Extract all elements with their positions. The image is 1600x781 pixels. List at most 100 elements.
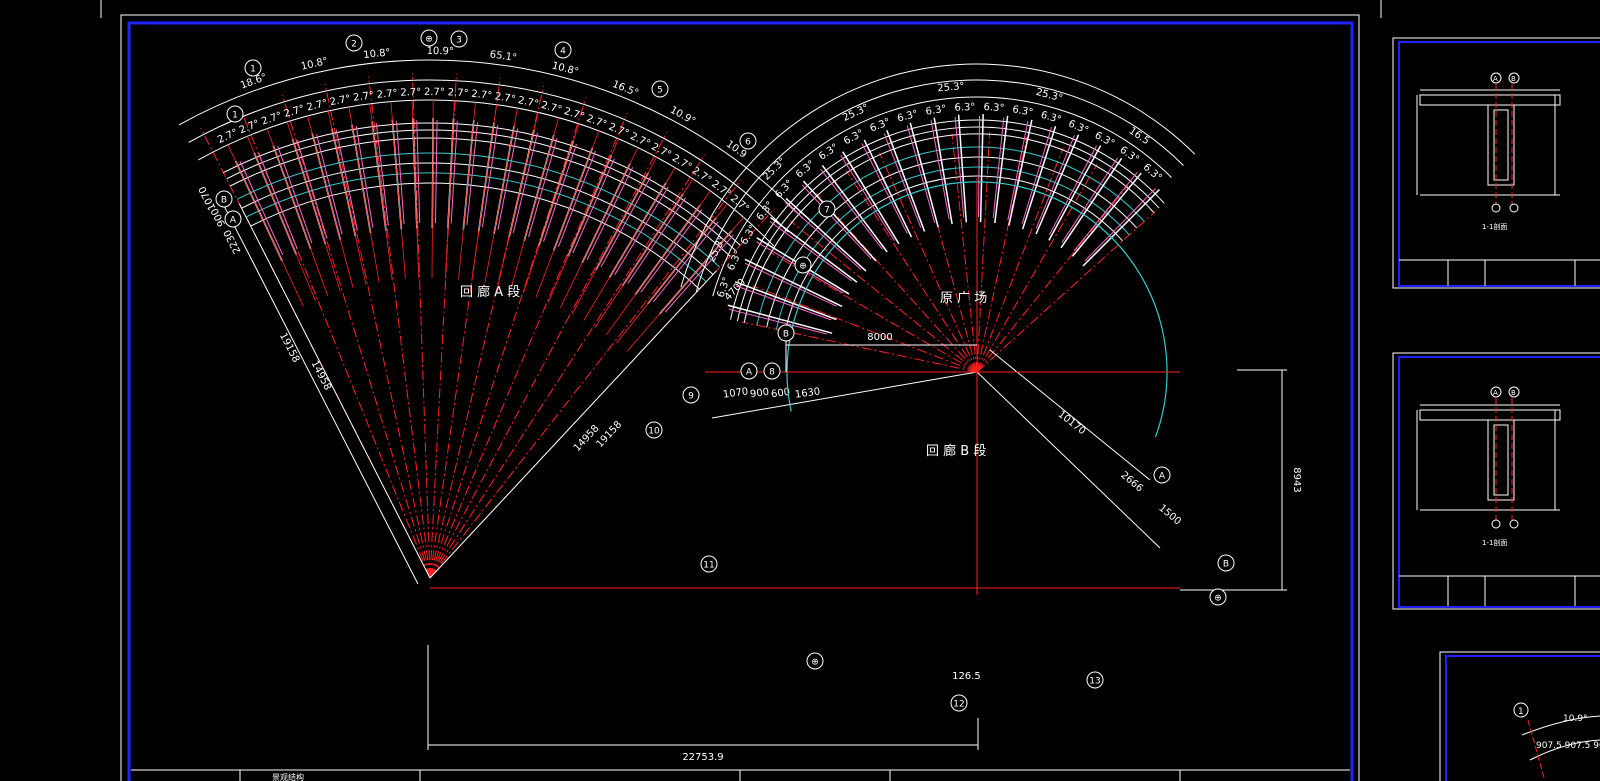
axis-bubble	[700, 555, 718, 573]
axis-bubble-label: 2	[351, 40, 357, 50]
detail-caption: 1-1剖面	[1482, 222, 1507, 231]
beam-line	[664, 234, 734, 313]
bay-axis-line	[458, 102, 476, 280]
beam-line	[627, 197, 686, 284]
bay-axis-line	[510, 117, 560, 290]
radial-axis-line	[411, 73, 431, 579]
svg-text:1: 1	[1518, 707, 1524, 717]
bay-axis-line	[369, 103, 393, 281]
beam-line	[277, 145, 313, 244]
beam-line	[543, 143, 577, 242]
bay-angle-label: 6.3°	[1011, 104, 1033, 118]
width-dim-label: 600	[770, 387, 790, 401]
radial-axis-line	[281, 94, 431, 579]
axis-bubble-label: 13	[1089, 677, 1100, 687]
boundary-line	[238, 203, 431, 579]
axis-bubble	[645, 421, 663, 439]
radial-axis-line	[368, 76, 431, 579]
partial-sheet[interactable]: 1 10.9° 907.5 907.5 907.5	[1439, 651, 1600, 781]
beam-line	[802, 180, 877, 262]
bay-axis-line	[616, 203, 728, 344]
axis-bubble-label: 1	[250, 65, 256, 75]
beam-line	[640, 209, 703, 293]
beam-line	[769, 221, 852, 282]
radial-axis-line	[816, 193, 978, 373]
bay-axis-line	[523, 123, 580, 294]
bay-axis-line	[266, 128, 329, 297]
bay-angle-label: 2.7°	[540, 100, 563, 116]
axis-bubble	[554, 41, 572, 59]
detail-sheet-1[interactable]: A B 1-1剖面	[1392, 37, 1600, 289]
bay-axis-line	[484, 107, 518, 284]
segment-b-label: 回 廊 B 段	[926, 443, 986, 459]
beam-line	[1008, 119, 1033, 226]
beam-line	[335, 129, 358, 231]
axis-bubble	[806, 652, 824, 670]
svg-text:A: A	[1493, 389, 1498, 397]
beam-line	[994, 115, 1009, 224]
axis-bubble	[226, 105, 244, 123]
beam-line	[1035, 134, 1080, 235]
outer-angle-label: 65.1°	[489, 49, 518, 64]
title-block-cell: 景观结构	[272, 772, 304, 781]
beam-line	[1021, 126, 1053, 224]
beam-line	[1007, 121, 1029, 221]
axis-bubble-label: A	[230, 216, 237, 226]
bay-axis-line	[247, 136, 316, 301]
bay-angle-label: 6.3°	[983, 102, 1005, 114]
beam-line	[416, 120, 421, 224]
axis-bubble-label: 7	[824, 206, 830, 216]
svg-text:A: A	[1493, 75, 1498, 83]
axis-bubble	[345, 34, 363, 52]
radial-axis-line	[752, 285, 978, 373]
radial-axis-line	[845, 170, 978, 373]
beam-line	[861, 143, 908, 234]
axis-bubble-label: A	[746, 368, 753, 378]
beam-line	[1071, 172, 1142, 257]
dimension-arc	[680, 63, 1196, 288]
axis-bubble	[224, 210, 242, 228]
width-dim-label: 1070	[722, 386, 749, 400]
bay-axis-line	[431, 100, 434, 279]
radial-axis-line	[429, 112, 628, 579]
radial-axis-line	[429, 97, 587, 579]
beam-line	[296, 139, 328, 239]
beam-line	[735, 285, 832, 321]
beam-line	[396, 121, 405, 224]
detail-sheet-2[interactable]: A B 1-1剖面	[1392, 352, 1600, 610]
bay-angle-label: 6.3°	[896, 109, 919, 125]
boundary-line	[711, 371, 978, 419]
center-offset-dim: 8000	[867, 332, 892, 343]
axis-bubble-label: ⊕	[811, 658, 819, 668]
radial-axis-line	[976, 132, 991, 373]
axis-bubble	[1153, 466, 1171, 484]
radial-axis-line	[976, 185, 1129, 373]
beam-line	[954, 116, 965, 218]
axis-bubble-label: B	[221, 196, 227, 206]
beam-line	[450, 120, 458, 224]
dimension-arc	[198, 99, 775, 247]
beam-line	[909, 122, 939, 228]
axis-bubble-label: 10	[648, 427, 660, 437]
dimension-arc	[178, 59, 803, 219]
bay-angle-label: 6.3°	[954, 102, 975, 114]
axis-bubble	[1086, 671, 1104, 689]
beam-line	[375, 123, 389, 226]
dimension-arc	[712, 96, 1172, 297]
radial-axis-line	[976, 147, 1064, 373]
beam-line	[886, 130, 926, 232]
axis-bubble-label: ⊕	[1214, 594, 1222, 604]
plaza-circle[interactable]	[430, 178, 1180, 595]
total-width-dim: 22753.9	[682, 752, 723, 763]
axis-bubble	[739, 132, 757, 150]
bay-axis-line	[497, 112, 539, 286]
axis-bubble-label: A	[1159, 472, 1166, 482]
axis-bubble	[450, 30, 468, 48]
main-sheet-frame[interactable]	[100, 0, 1382, 781]
axis-bubble	[1209, 588, 1227, 606]
width-dim-label: 1630	[794, 386, 821, 400]
radial-axis-line	[790, 220, 978, 373]
